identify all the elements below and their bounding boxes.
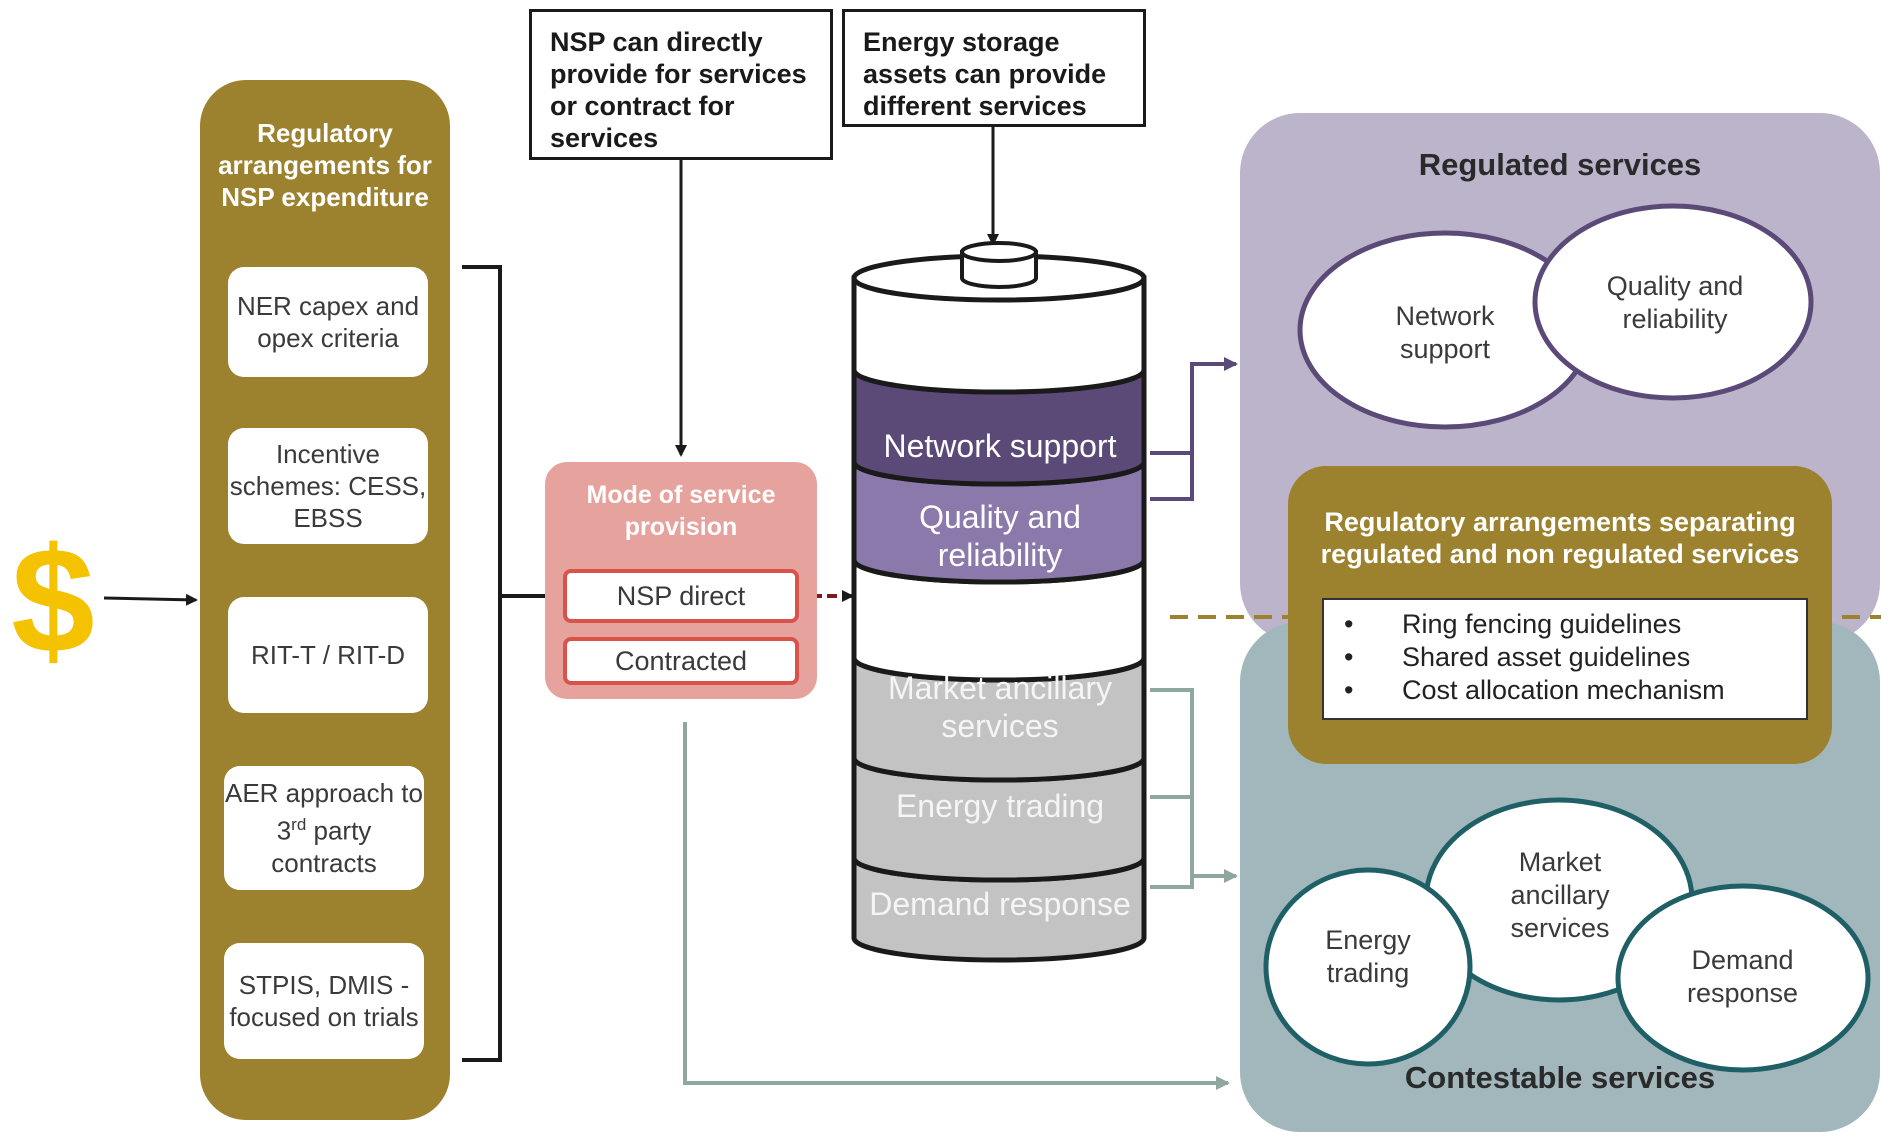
demand-response-bubble <box>1615 883 1871 1073</box>
segment-top-white <box>851 275 1147 395</box>
nsp-direct-option: NSP direct <box>563 569 799 623</box>
regulatory-arrangements-title: Regulatory arrangements for NSP expendit… <box>218 118 432 212</box>
incentive-schemes-label: Incentive schemes: CESS, EBSS <box>229 439 427 533</box>
bracket <box>462 265 502 1062</box>
ner-criteria-box: NER capex and opex criteria <box>228 267 428 377</box>
nsp-direct-label: NSP direct <box>616 580 746 611</box>
list-item: •Shared asset guidelines <box>1344 642 1691 672</box>
contracted-label: Contracted <box>614 645 748 676</box>
nsp-callout-box: NSP can directly provide for services or… <box>529 9 833 160</box>
storage-callout-box: Energy storage assets can provide differ… <box>842 9 1146 127</box>
contracted-option: Contracted <box>563 637 799 685</box>
dollar-arrow <box>103 593 198 606</box>
nsp-callout-text: NSP can directly provide for services or… <box>550 27 807 153</box>
quality-reliability-bubble-label: Quality and reliability <box>1606 271 1744 334</box>
storage-callout-text: Energy storage assets can provide differ… <box>863 27 1107 121</box>
list-item: •Cost allocation mechanism <box>1344 675 1725 705</box>
regulated-connector <box>1150 364 1236 501</box>
market-ancillary-bubble-label: Market ancillary services <box>1510 846 1610 943</box>
separation-arrangements-title: Regulatory arrangements separating regul… <box>1320 507 1800 569</box>
quality-reliability-bubble <box>1532 203 1814 401</box>
energy-trading-bubble <box>1263 867 1473 1067</box>
cylinder-label-market-ancillary: Market ancillary services <box>887 670 1113 744</box>
aer-approach-box: AER approach to 3rd party contracts <box>224 766 424 890</box>
energy-trading-bubble-label: Energy trading <box>1325 925 1411 988</box>
battery-cylinder <box>851 241 1147 963</box>
demand-response-bubble-label: Demand response <box>1686 945 1799 1008</box>
stpis-label: STPIS, DMIS - focused on trials <box>229 970 419 1032</box>
list-item: •Ring fencing guidelines <box>1344 609 1682 639</box>
cylinder-label-demand-response: Demand response <box>869 886 1131 922</box>
cylinder-label-network-support: Network support <box>883 428 1117 464</box>
regulated-services-title: Regulated services <box>1418 147 1702 182</box>
cylinder-label-quality-reliability: Quality and reliability <box>919 499 1081 573</box>
stpis-box: STPIS, DMIS - focused on trials <box>224 943 424 1059</box>
ner-criteria-label: NER capex and opex criteria <box>236 291 420 353</box>
contestable-bubbles <box>1263 797 1871 1073</box>
mode-to-contestable-connector <box>683 722 1230 1090</box>
regulated-bubbles <box>1297 203 1814 430</box>
cylinder-label-energy-trading: Energy trading <box>895 788 1105 824</box>
rit-box: RIT-T / RIT-D <box>228 597 428 713</box>
contestable-services-title: Contestable services <box>1404 1060 1716 1095</box>
mode-of-service-title: Mode of service provision <box>586 481 776 541</box>
network-support-bubble-label: Network support <box>1395 301 1495 364</box>
aer-approach-label: AER approach to 3rd party contracts <box>224 778 423 878</box>
separation-list-box: •Ring fencing guidelines •Shared asset g… <box>1322 598 1808 720</box>
rit-label: RIT-T / RIT-D <box>250 640 406 670</box>
dollar-icon: $ <box>11 515 95 684</box>
incentive-schemes-box: Incentive schemes: CESS, EBSS <box>228 428 428 544</box>
contestable-connector <box>1150 688 1236 887</box>
